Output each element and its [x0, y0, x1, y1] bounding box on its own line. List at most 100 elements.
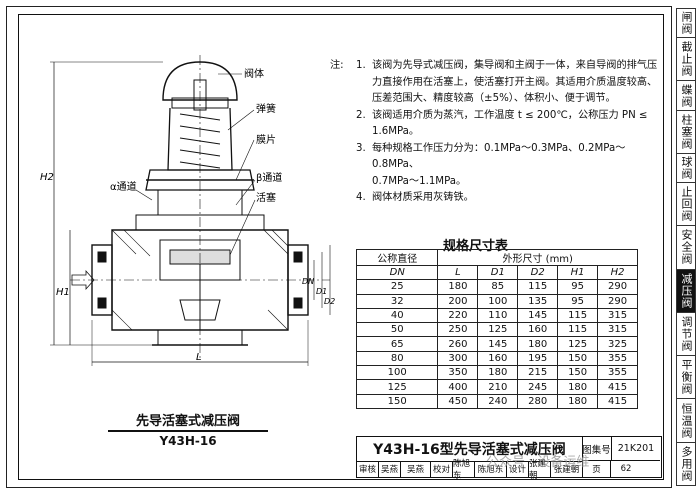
watermark: 公众号 · 设备运维	[486, 455, 590, 470]
category-tab[interactable]: 闸阀	[676, 8, 696, 38]
column-header: H2	[597, 264, 638, 281]
table-cell: 145	[477, 336, 519, 352]
column-header: D1	[477, 264, 519, 281]
category-tab[interactable]: 止回阀	[676, 182, 696, 226]
table-cell: 280	[517, 393, 559, 409]
note-item: 3. 每种规格工作压力分为：0.1MPa～0.3MPa、0.2MPa～0.8MPa…	[356, 141, 660, 191]
table-cell: 115	[517, 279, 559, 295]
table-cell: 150	[557, 365, 599, 381]
table-cell: 65	[355, 336, 439, 352]
column-header: L	[437, 264, 479, 281]
outer-frame	[6, 6, 672, 488]
table-cell: 300	[437, 350, 479, 367]
table-cell: 180	[557, 379, 599, 395]
note-item: 2.该阀适用介质为蒸汽，工作温度 t ≤ 200℃，公称压力 PN ≤ 1.6M…	[356, 108, 660, 141]
note-line: 力直接作用在活塞上，使活塞打开主阀。其适用介质温度较高、	[372, 76, 658, 88]
category-tab[interactable]: 截止阀	[676, 37, 696, 81]
table-cell: 115	[557, 322, 599, 338]
category-tab[interactable]: 蝶阀	[676, 80, 696, 110]
note-number: 4.	[356, 192, 366, 203]
notes-label: 注:	[330, 60, 344, 71]
note-line: 该阀为先导式减压阀，集导阀和主阀于一体，来自导阀的排气压	[372, 60, 658, 71]
label-d1: D1	[316, 287, 327, 296]
note-line: 阀体材质采用灰铸铁。	[372, 192, 474, 203]
category-tab[interactable]: 柱塞阀	[676, 109, 696, 153]
table-cell: 150	[355, 393, 439, 409]
table-cell: 355	[597, 365, 638, 381]
column-header: H1	[557, 264, 599, 281]
label-diaphragm: 膜片	[256, 133, 276, 146]
diaphragm-chamber	[145, 169, 255, 191]
note-line: 每种规格工作压力分为：0.1MPa～0.3MPa、0.2MPa～0.8MPa、	[372, 142, 626, 171]
atlas-label: 图集号	[582, 437, 612, 461]
label-beta-channel: β通道	[256, 171, 282, 184]
label-d2: D2	[324, 297, 335, 306]
label-body: 阀体	[244, 67, 264, 80]
category-tab[interactable]: 球阀	[676, 152, 696, 183]
label-alpha-channel: α通道	[110, 180, 137, 193]
table-cell: 95	[557, 293, 599, 309]
valve-cross-section: 阀体 弹簧 膜片 α通道 β通道 活塞 H2 H1 L DN D1 D2	[40, 55, 335, 366]
note-number: 1.	[356, 60, 366, 71]
left-bolt-top	[97, 251, 107, 263]
table-cell: 100	[477, 293, 519, 309]
signature-cell: 校对	[431, 461, 453, 477]
table-cell: 160	[477, 350, 519, 367]
table-cell: 450	[437, 393, 479, 409]
note-line: 0.7MPa～1.1MPa。	[372, 175, 467, 187]
table-cell: 110	[477, 307, 519, 324]
signature-cell: 审核	[357, 461, 379, 477]
table-cell: 85	[477, 279, 519, 295]
signature-cell: 62	[620, 464, 632, 474]
header-nominal: 公称直径	[355, 249, 439, 266]
note-number: 3.	[356, 142, 366, 154]
drawing-caption: 先导活塞式减压阀 Y43H-16	[108, 410, 268, 448]
signature-cell: 张建朝	[551, 461, 583, 477]
signature-cell: 吴燕	[379, 461, 401, 477]
leader-piston	[229, 199, 256, 256]
label-piston: 活塞	[256, 191, 276, 204]
column-header: DN	[355, 264, 439, 281]
main-valve-disc	[179, 299, 221, 321]
table-cell: 125	[557, 336, 599, 352]
notes-block: 注: 1. 该阀为先导式减压阀，集导阀和主阀于一体，来自导阀的排气压力直接作用在活…	[330, 58, 660, 207]
table-cell: 145	[517, 307, 559, 324]
category-tab[interactable]: 多用阀	[676, 441, 696, 486]
category-tab[interactable]: 平衡阀	[676, 355, 696, 399]
table-cell: 25	[355, 279, 439, 295]
label-spring: 弹簧	[256, 102, 276, 115]
table-cell: 80	[355, 350, 439, 367]
table-cell: 40	[355, 307, 439, 324]
table-cell: 195	[517, 350, 559, 367]
label-dn: DN	[302, 277, 314, 286]
leader-spring	[227, 109, 255, 131]
signature-cell: 设计	[507, 461, 529, 477]
category-tab[interactable]: 调节阀	[676, 311, 696, 356]
note-item: 4. 阀体材质采用灰铸铁。	[356, 190, 660, 207]
signature-cell: 张建朝	[529, 459, 551, 481]
table-cell: 355	[597, 350, 638, 367]
category-tab[interactable]: 减压阀	[676, 268, 696, 312]
signature-cell: 陈旭东	[453, 459, 475, 481]
label-l: L	[196, 352, 202, 363]
table-cell: 210	[477, 379, 519, 395]
leader-alpha	[135, 189, 153, 201]
table-cell: 315	[597, 322, 638, 338]
table-cell: 245	[517, 379, 559, 395]
leader-beta	[235, 179, 256, 206]
table-cell: 180	[477, 365, 519, 381]
right-bolt-top	[293, 251, 303, 263]
category-tabs: 闸阀截止阀蝶阀柱塞阀球阀止回阀安全阀减压阀调节阀平衡阀恒温阀多用阀	[676, 8, 696, 486]
signature-cell: 陈旭东	[475, 461, 507, 477]
table-cell: 115	[557, 307, 599, 324]
category-tab[interactable]: 恒温阀	[676, 398, 696, 442]
category-tab[interactable]: 安全阀	[676, 225, 696, 269]
column-header: D2	[517, 264, 559, 281]
table-cell: 260	[437, 336, 479, 352]
